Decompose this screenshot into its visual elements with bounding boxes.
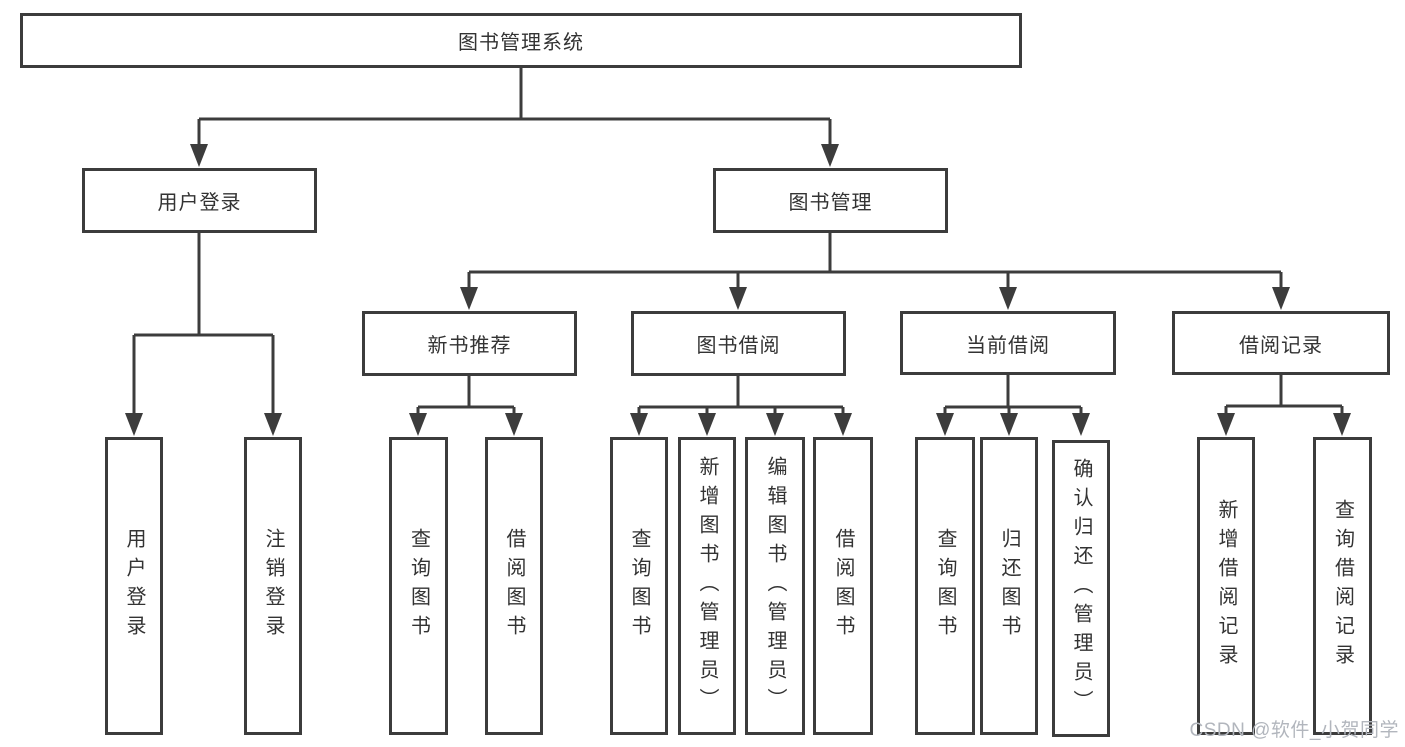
leaf-confirm-return-admin: 确认归还（管理员） (1052, 440, 1110, 737)
leaf-query-borrow-record: 查询借阅记录 (1313, 437, 1372, 735)
node-book-borrowing: 图书借阅 (631, 311, 846, 376)
leaf-query-books-recommend: 查询图书 (389, 437, 448, 735)
leaf-add-books-admin: 新增图书（管理员） (678, 437, 736, 735)
node-new-book-recommend: 新书推荐 (362, 311, 577, 376)
leaf-borrow-books: 借阅图书 (813, 437, 873, 735)
leaf-query-books-current: 查询图书 (915, 437, 975, 735)
node-user-login: 用户登录 (82, 168, 317, 233)
csdn-watermark: CSDN @软件_小贺同学 (1189, 720, 1399, 741)
leaf-borrow-books-recommend: 借阅图书 (485, 437, 543, 735)
node-current-borrowing: 当前借阅 (900, 311, 1116, 375)
node-book-management: 图书管理 (713, 168, 948, 233)
leaf-logout: 注销登录 (244, 437, 302, 735)
arrowheads (125, 144, 1351, 436)
leaf-user-login: 用户登录 (105, 437, 163, 735)
leaf-add-borrow-record: 新增借阅记录 (1197, 437, 1255, 735)
leaf-edit-books-admin: 编辑图书（管理员） (745, 437, 805, 735)
leaf-return-books: 归还图书 (980, 437, 1038, 735)
leaf-query-books-borrowing: 查询图书 (610, 437, 668, 735)
node-borrow-records: 借阅记录 (1172, 311, 1390, 375)
node-library-management-system: 图书管理系统 (20, 13, 1022, 68)
